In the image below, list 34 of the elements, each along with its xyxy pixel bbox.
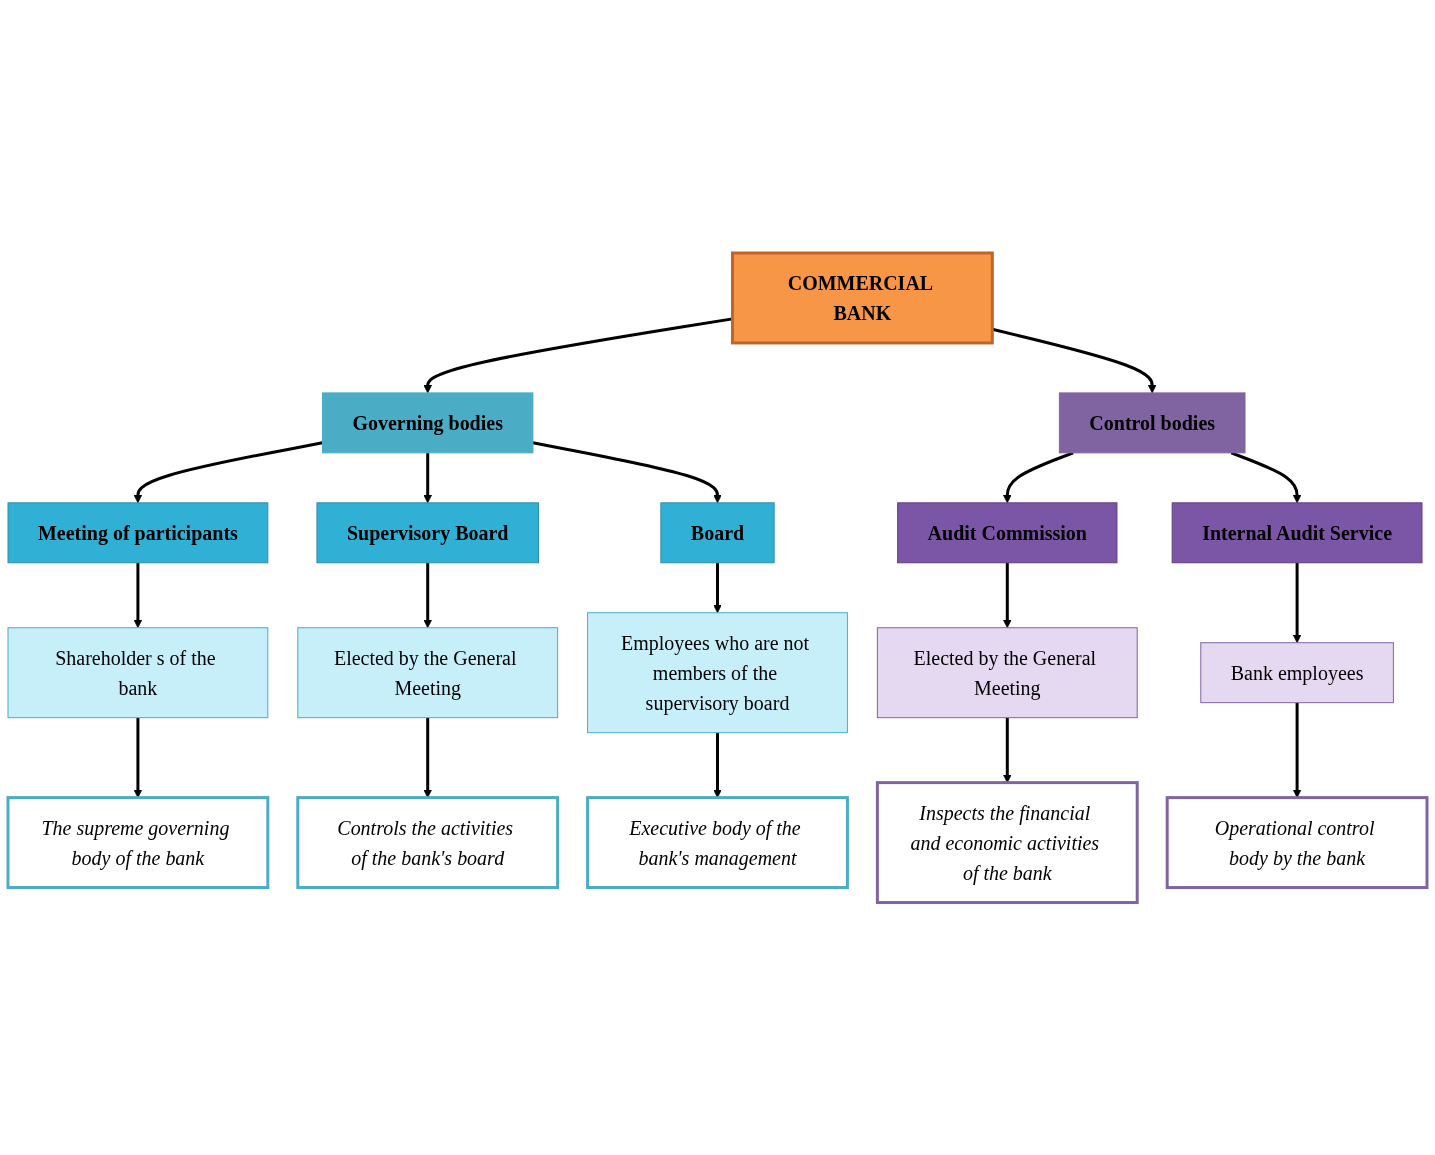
arrow [133,441,323,503]
node-box: Controls the activities of the bank's board [296,795,560,889]
arrow [1292,562,1302,643]
arrow [423,452,433,503]
arrow [133,562,143,628]
node-box: Supervisory Board [316,502,539,563]
arrow [423,562,433,628]
node-box: Shareholder s of the bank [7,626,269,718]
node-box: Elected by the General Meeting [297,626,559,718]
node-box: Board [660,502,775,563]
node-box: Inspects the financial and economic activities of the bank [875,780,1139,904]
arrow [1002,562,1012,628]
node-box: Elected by the General Meeting [876,626,1138,718]
arrow [713,732,722,798]
node-box: The supreme governing body of the bank [6,795,270,889]
node-box: Internal Audit Service [1171,502,1423,563]
node-box: Employees who are not members of the supervisory board [587,612,848,733]
arrow [133,717,143,798]
node-box: Bank employees [1200,641,1394,703]
node-box: Meeting of participants [7,502,269,563]
node-box: Audit Commission [897,502,1118,563]
node-box: Control bodies [1058,392,1246,454]
arrow [713,562,722,613]
node-box: Governing bodies [322,392,534,454]
arrow [532,441,722,503]
node-box: Operational control body by the bank [1165,795,1429,889]
node-box: COMMERCIAL BANK [731,251,994,345]
arrow [1002,717,1012,783]
arrow [423,717,433,798]
node-box: Executive body of the bank's management [586,795,849,889]
arrow [1292,702,1302,798]
arrow [423,317,733,394]
arrow [1230,451,1302,503]
arrow [1002,451,1074,503]
